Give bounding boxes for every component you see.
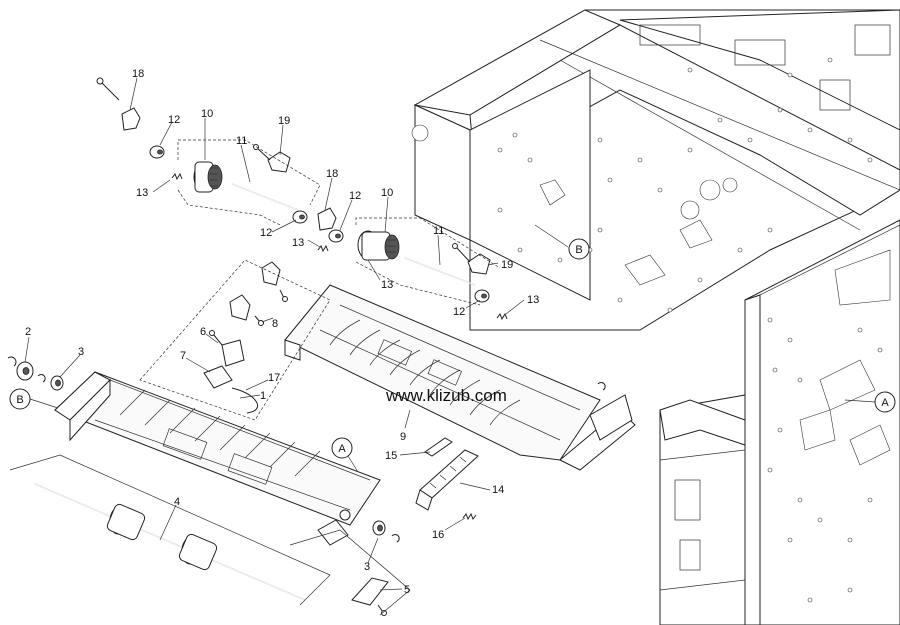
- frame-ref-a: A: [844, 391, 896, 413]
- callout-11-b: 11: [433, 225, 444, 237]
- callout-13-c: 13: [381, 279, 393, 291]
- callout-3-b: 3: [364, 561, 370, 573]
- callout-16: 16: [432, 529, 444, 541]
- callout-5: 5: [404, 584, 410, 596]
- feed-tray-lower: [54, 371, 381, 526]
- callout-13-b: 13: [292, 237, 304, 249]
- callout-labels: 18 12 10 11 19 13 12 13 18 12 10 11 19 1…: [25, 68, 539, 596]
- left-bearings: [7, 356, 64, 391]
- callout-15: 15: [385, 450, 397, 462]
- tray-ref-b: B: [9, 388, 59, 410]
- callout-17: 17: [268, 372, 280, 384]
- frame-ref-b: B: [534, 224, 590, 260]
- callout-2: 2: [25, 326, 31, 338]
- callout-8: 8: [272, 318, 278, 330]
- feed-roller-shaft: [9, 454, 331, 606]
- callout-9: 9: [400, 431, 406, 443]
- main-frame: [411, 9, 900, 625]
- watermark: www.klizub.com: [385, 386, 507, 405]
- callout-11-a: 11: [236, 135, 247, 147]
- pickup-assembly-right: [317, 207, 508, 321]
- callout-12-d: 12: [453, 306, 465, 318]
- callout-10-b: 10: [381, 187, 393, 199]
- callout-10-a: 10: [201, 108, 213, 120]
- callout-1: 1: [260, 390, 266, 402]
- callout-19-a: 19: [278, 115, 290, 127]
- tray-ref-a: A: [331, 437, 359, 473]
- svg-text:B: B: [575, 244, 582, 256]
- callout-19-b: 19: [501, 259, 513, 271]
- leader-lines: [24, 77, 525, 591]
- svg-text:A: A: [338, 443, 346, 455]
- svg-text:A: A: [881, 397, 889, 409]
- callout-4: 4: [174, 496, 180, 508]
- callout-14: 14: [492, 484, 504, 496]
- callout-6: 6: [200, 326, 206, 338]
- callout-13-d: 13: [527, 294, 539, 306]
- svg-text:B: B: [16, 394, 23, 406]
- callout-12-c: 12: [349, 190, 361, 202]
- callout-18-a: 18: [132, 68, 144, 80]
- feed-tray-upper: [284, 284, 636, 471]
- callout-12-b: 12: [260, 227, 272, 239]
- callout-12-a: 12: [168, 114, 180, 126]
- callout-13-a: 13: [136, 187, 148, 199]
- sensor-brackets: [139, 259, 331, 421]
- guide-parts: [415, 381, 606, 521]
- pickup-assembly-left: [96, 77, 329, 253]
- callout-3-a: 3: [78, 346, 84, 358]
- callout-7: 7: [180, 350, 186, 362]
- callout-18-b: 18: [326, 168, 338, 180]
- lower-right-parts: [289, 509, 411, 616]
